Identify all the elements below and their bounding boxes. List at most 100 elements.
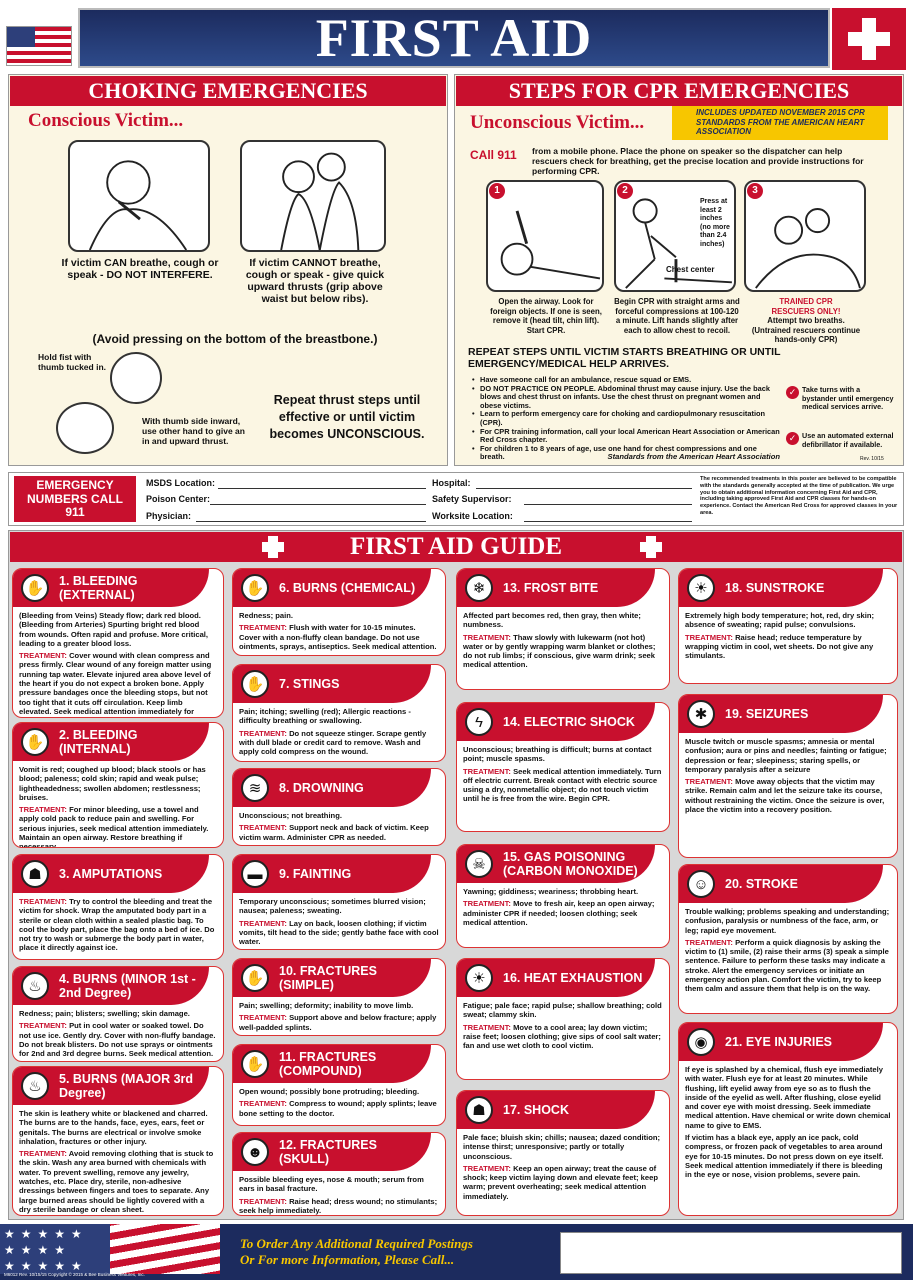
card-burns-minor: ♨4. BURNS (MINOR 1st - 2nd Degree) Redne… (12, 966, 224, 1062)
fist-text: Hold fist with thumb tucked in. (38, 352, 106, 372)
phone-box[interactable] (560, 1232, 902, 1274)
card-treatment: Compress to wound; apply splints; leave … (239, 1099, 437, 1118)
msds-line (218, 488, 426, 489)
cpr-subtitle: Unconscious Victim... (470, 112, 645, 133)
red-cross-icon (258, 536, 288, 558)
check-icon: ✓ (786, 432, 799, 445)
repeat-thrust: Repeat thrust steps until effective or u… (269, 393, 425, 441)
cpr-check-1: Take turns with a bystander until emerge… (802, 385, 894, 411)
step3-number: 3 (747, 183, 763, 199)
card-title: 3. AMPUTATIONS (59, 867, 163, 881)
copyright: M6012 Rev. 10/15/15 Copyright © 2015 & B… (4, 1272, 145, 1277)
treatment-label: TREATMENT: (19, 805, 67, 815)
card-treatment: Try to control the bleeding and treat th… (19, 897, 215, 953)
burn-icon: ♨ (21, 1072, 49, 1100)
poison-label: Poison Center: (146, 494, 211, 504)
treatment-label: TREATMENT: (463, 1022, 511, 1032)
fainting-icon: ▬ (241, 860, 269, 888)
cpr-standards: Standards from the American Heart Associ… (607, 452, 780, 461)
card-fainting: ▬ 9. FAINTING Temporary unconscious; some… (232, 854, 446, 950)
drowning-icon: ≋ (241, 774, 269, 802)
emergency-row (8, 472, 904, 526)
treatment-label: TREATMENT: (239, 1099, 287, 1109)
card-desc: Unconscious; not breathing. (239, 811, 342, 820)
treatment-label: TREATMENT: (685, 777, 733, 787)
card-treatment: Keep an open airway; treat the cause of … (463, 1163, 658, 1201)
hand-icon: ✋ (241, 1050, 269, 1078)
card-desc: Possible bleeding eyes, nose & mouth; se… (239, 1175, 424, 1194)
card-desc: Extremely high body temperature; hot, re… (685, 611, 875, 630)
treatment-label: TREATMENT: (239, 1196, 287, 1206)
card-sunstroke: ☀18. SUNSTROKE Extremely high body tempe… (678, 568, 898, 684)
snowflake-icon: ❄ (465, 574, 493, 602)
worksite-label: Worksite Location: (432, 511, 513, 521)
cpr-step3-red: TRAINED CPR RESCUERS ONLY! (771, 297, 841, 316)
card-eye-injuries: ◉21. EYE INJURIES If eye is splashed by … (678, 1022, 898, 1216)
card-treatment: Seek medical attention immediately. Turn… (463, 766, 662, 804)
cpr-step3-caption: Attempt two breaths. (Untrained rescuers… (751, 316, 861, 344)
fist-illustration (110, 352, 162, 404)
card-desc: Redness; pain. (239, 611, 294, 620)
card-title: 7. STINGS (279, 677, 340, 691)
stroke-icon: ☺ (687, 870, 715, 898)
treatment-label: TREATMENT: (239, 1013, 287, 1023)
call-911-label: CAll 911 (470, 148, 517, 162)
treatment-label: TREATMENT: (239, 728, 287, 738)
treatment-label: TREATMENT: (239, 918, 287, 928)
card-desc: Fatigue; pale face; rapid pulse; shallow… (463, 1001, 662, 1020)
card-fractures-skull: ☻12. FRACTURES (SKULL) Possible bleeding… (232, 1132, 446, 1216)
card-title: 1. BLEEDING (EXTERNAL) (59, 574, 138, 602)
card-desc: Temporary unconscious; sometimes blurred… (239, 897, 426, 916)
card-title: 8. DROWNING (279, 781, 364, 795)
treatment-label: TREATMENT: (19, 651, 67, 661)
card-title: 15. GAS POISONING (CARBON MONOXIDE) (503, 850, 638, 878)
red-cross-icon (832, 8, 906, 70)
choking-avoid: (Avoid pressing on the bottom of the bre… (92, 332, 378, 346)
cpr-banner: STEPS FOR CPR EMERGENCIES (456, 76, 902, 106)
card-title: 9. FAINTING (279, 867, 352, 881)
card-title: 19. SEIZURES (725, 707, 809, 721)
chest-center-label: Chest center (666, 265, 715, 274)
treatment-label: TREATMENT: (463, 766, 511, 776)
rev-label: Rev. 10/15 (860, 456, 884, 462)
cpr-bullet: For children 1 to 8 years of age, use on… (472, 444, 780, 462)
step1-number: 1 (489, 183, 505, 199)
red-cross-icon (636, 536, 666, 558)
shock-icon: ☗ (465, 1096, 493, 1124)
eye-icon: ◉ (687, 1028, 715, 1056)
choking-caption-1: If victim CAN breathe, cough or speak - … (61, 257, 219, 281)
card-bleeding-internal: ✋2. BLEEDING (INTERNAL) Vomit is red; co… (12, 722, 224, 848)
hand-icon: ✋ (21, 728, 49, 756)
card-treatment: Raise head; reduce temperature by wrappi… (685, 632, 874, 661)
cpr-bullet: Have someone call for an ambulance, resc… (472, 375, 780, 385)
card-title: 6. BURNS (CHEMICAL) (279, 581, 416, 595)
card-title: 2. BLEEDING (INTERNAL) (59, 728, 138, 756)
card-desc: The skin is leathery white or blackened … (19, 1109, 208, 1146)
hospital-line (476, 488, 692, 489)
call-911-text: from a mobile phone. Place the phone on … (532, 146, 864, 176)
card-stings: ✋7. STINGS Pain; itching; swelling (red)… (232, 664, 446, 762)
us-flag-icon (6, 26, 72, 66)
physician-label: Physician: (146, 511, 192, 521)
card-desc: If eye is splashed by a chemical, flush … (685, 1065, 891, 1130)
card-fractures-compound: ✋11. FRACTURES (COMPOUND) Open wound; po… (232, 1044, 446, 1126)
header-band (78, 8, 830, 68)
emergency-box: EMERGENCY NUMBERS CALL 911 (14, 476, 136, 522)
check-icon: ✓ (786, 386, 799, 399)
footer-flag: ★★★★★★★★★★★★★★ (0, 1224, 220, 1274)
card-shock: ☗17. SHOCK Pale face; bluish skin; chill… (456, 1090, 670, 1216)
card-title: 4. BURNS (MINOR 1st - 2nd Degree) (59, 972, 196, 1000)
card-desc: (Bleeding from Veins) Steady flow; dark … (19, 611, 209, 648)
treatment-label: TREATMENT: (463, 899, 511, 909)
card-frost-bite: ❄13. FROST BITE Affected part becomes re… (456, 568, 670, 690)
card-title: 11. FRACTURES (COMPOUND) (279, 1050, 377, 1078)
card-treatment: Move away objects that the victim may st… (685, 777, 885, 815)
card-treatment: Perform a quick diagnosis by asking the … (685, 937, 889, 994)
msds-label: MSDS Location: (146, 478, 215, 488)
card-fractures-simple: ✋10. FRACTURES (SIMPLE) Pain; swelling; … (232, 958, 446, 1036)
order-line-2: Or For more Information, Please Call... (240, 1252, 455, 1267)
skull-icon: ☻ (241, 1138, 269, 1166)
cpr-step1-caption: Open the airway. Look for foreign object… (490, 297, 602, 335)
card-desc: Unconscious; breathing is difficult; bur… (463, 745, 652, 764)
